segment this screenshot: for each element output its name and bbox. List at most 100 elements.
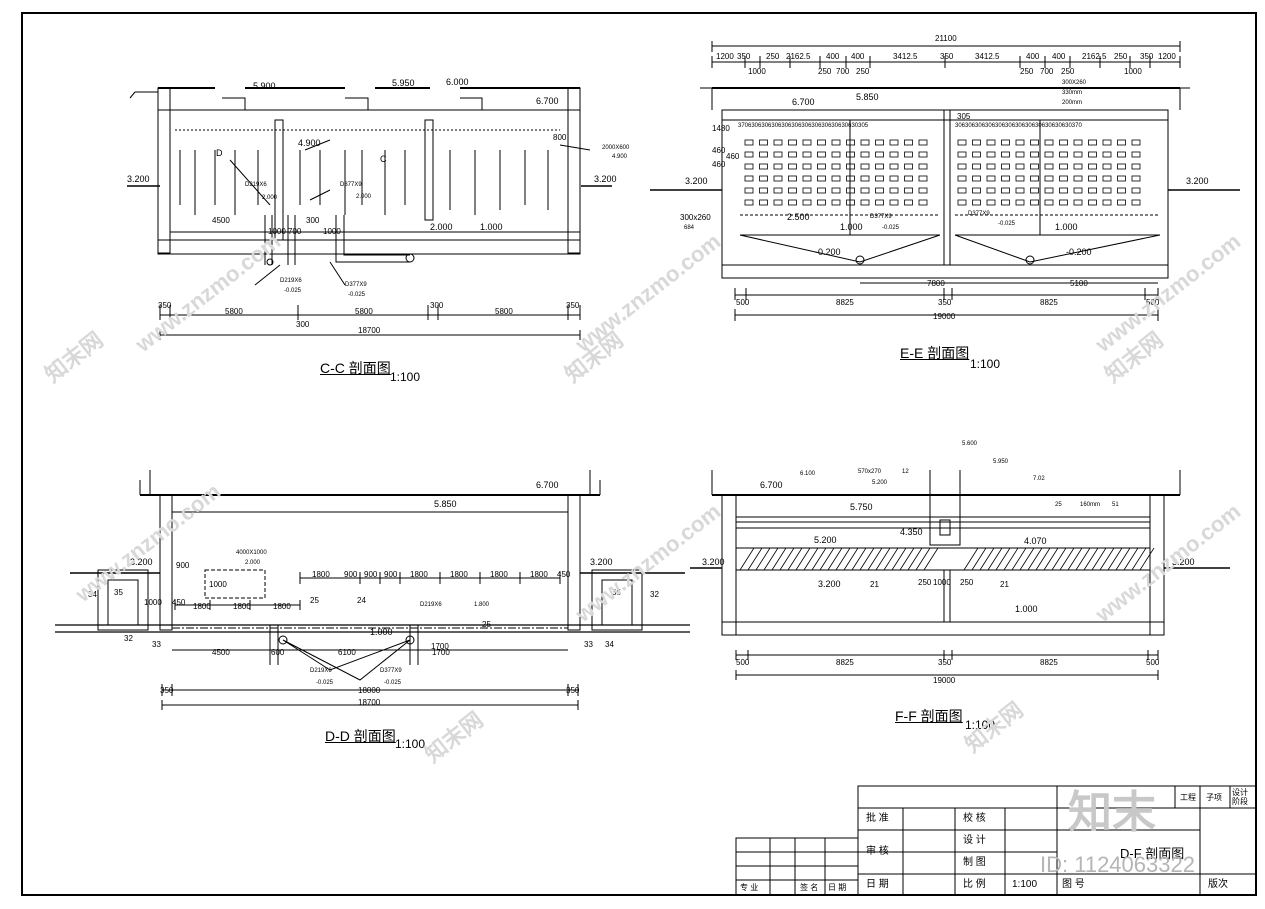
filter-plate-cell [1088, 151, 1097, 158]
filter-plate-cell [831, 139, 841, 146]
dd-title: D-D 剖面图 [325, 728, 396, 744]
filter-plate-cell [904, 175, 913, 182]
tb-approve: 批 准 [866, 813, 889, 824]
filter-plate-cell [1102, 187, 1112, 194]
filter-plate-cell [986, 139, 996, 146]
filter-plate-cell [817, 187, 826, 194]
watermark-id: ID: 1124063322 [1040, 852, 1195, 877]
ee-dim-top-10: 400 [1026, 52, 1040, 61]
filter-plate-cell [1073, 139, 1083, 146]
ee-label-6: 460 [712, 146, 726, 155]
ff-level-6: 5.200 [872, 480, 888, 486]
filter-plate-cell [1030, 139, 1039, 146]
dd-1800b: 1800 [410, 570, 428, 579]
dd-tank: 4000X1000 [236, 550, 267, 556]
filter-plate-cell [802, 151, 812, 158]
filter-plate-cell [1044, 175, 1054, 182]
section-ee-drawing [650, 41, 1240, 321]
dd-level-2: 5.850 [434, 499, 457, 509]
ee-dim-top-13: 250 [1114, 52, 1128, 61]
filter-plate-cell [1059, 151, 1068, 158]
hatch-line [899, 547, 915, 571]
hatch-line [747, 547, 763, 571]
filter-plate-cell [802, 187, 812, 194]
ff-level-3: 5.950 [993, 459, 1009, 465]
ff-level-4: 7.02 [1033, 476, 1045, 482]
filter-plate-cell [788, 187, 797, 194]
filter-plate-cell [1117, 175, 1126, 182]
filter-plate-cell [918, 175, 928, 182]
filter-plate-cell [1001, 187, 1010, 194]
hatch-line [1107, 547, 1123, 571]
cc-level-5: 4.900 [298, 138, 321, 148]
filter-plate-cell [802, 139, 812, 146]
filter-plate-cell [1131, 175, 1141, 182]
cc-dim-5800b: 5800 [355, 307, 373, 316]
filter-plate-cell [846, 175, 855, 182]
hatch-line [1059, 547, 1075, 571]
hatch-line [843, 547, 859, 571]
filter-plate-cell [1030, 187, 1039, 194]
cc-pipe-4: D377X9 [345, 282, 367, 288]
filter-plate-cell [846, 199, 855, 206]
filter-plate-cell [957, 199, 967, 206]
ee-dim-top-9: 3412.5 [975, 52, 1000, 61]
filter-plate-cell [986, 199, 996, 206]
dd-dim-350b: 350 [566, 686, 580, 695]
tb-drawing-title: D-F 剖面图 [1120, 846, 1185, 861]
hatch-line [1083, 547, 1099, 571]
filter-plate-cell [972, 187, 981, 194]
dd-25b: 25 [482, 620, 491, 629]
dd-scale: 1:100 [395, 737, 426, 751]
filter-plate-cell [802, 163, 812, 170]
ff-label-7: 21 [1000, 580, 1009, 589]
tb-sign-date: 日 期 [828, 883, 847, 892]
dd-1800d: 1800 [490, 570, 508, 579]
dd-dim-600: 600 [271, 648, 285, 657]
filter-plate-cell [1030, 151, 1039, 158]
ee-dim-sub-8: 1000 [1124, 67, 1142, 76]
filter-plate-cell [1030, 163, 1039, 170]
ee-dim-top-11: 400 [1052, 52, 1066, 61]
dd-1800g: 1800 [233, 602, 251, 611]
section-dd-drawing [55, 470, 690, 710]
cc-level-6: 3.200 [127, 174, 150, 184]
filter-plate-cell [846, 163, 855, 170]
hatch-line [907, 547, 923, 571]
filter-plate-cell [860, 139, 870, 146]
hatch-line [803, 547, 819, 571]
filter-plate-cell [1131, 151, 1141, 158]
cc-pipe-3: D219X6 [280, 278, 302, 284]
filter-plate-cell [875, 187, 884, 194]
filter-plate-cell [744, 151, 754, 158]
ff-level-12: 3.200 [1172, 557, 1195, 567]
dd-33a: 33 [152, 640, 161, 649]
ff-level-13: 3.200 [818, 579, 841, 589]
filter-plate-cell [860, 163, 870, 170]
filter-plate-cell [773, 151, 783, 158]
ee-label-7: 460 [712, 160, 726, 169]
filter-plate-cell [846, 139, 855, 146]
tb-scale-value: 1:100 [1012, 879, 1038, 890]
cc-pipe-1: D219X6 [245, 182, 267, 188]
ff-label-5: 51 [1112, 502, 1119, 508]
cc-dim-300: 300 [306, 216, 320, 225]
ff-level-14: 1.000 [1015, 604, 1038, 614]
filter-plate-cell [1030, 175, 1039, 182]
hatch-line [1035, 547, 1051, 571]
ee-dim-b3: 350 [938, 298, 952, 307]
tb-design: 设 计 [963, 835, 986, 846]
filter-plate-cell [773, 187, 783, 194]
filter-plate-cell [1102, 139, 1112, 146]
filter-plate-cell [1059, 175, 1068, 182]
ff-label-9: 1000 [933, 578, 951, 587]
filter-plate-grid [744, 139, 1141, 206]
dd-tank-dim: 1000 [209, 580, 227, 589]
filter-plate-cell [1102, 175, 1112, 182]
tb-design-stage: 设计 阶段 [1232, 788, 1248, 806]
ff-dim-b1: 500 [736, 658, 750, 667]
dd-level-3: 3.200 [130, 557, 153, 567]
filter-plate-cell [773, 175, 783, 182]
cc-level-7: 3.200 [594, 174, 617, 184]
filter-plate-cell [904, 199, 913, 206]
